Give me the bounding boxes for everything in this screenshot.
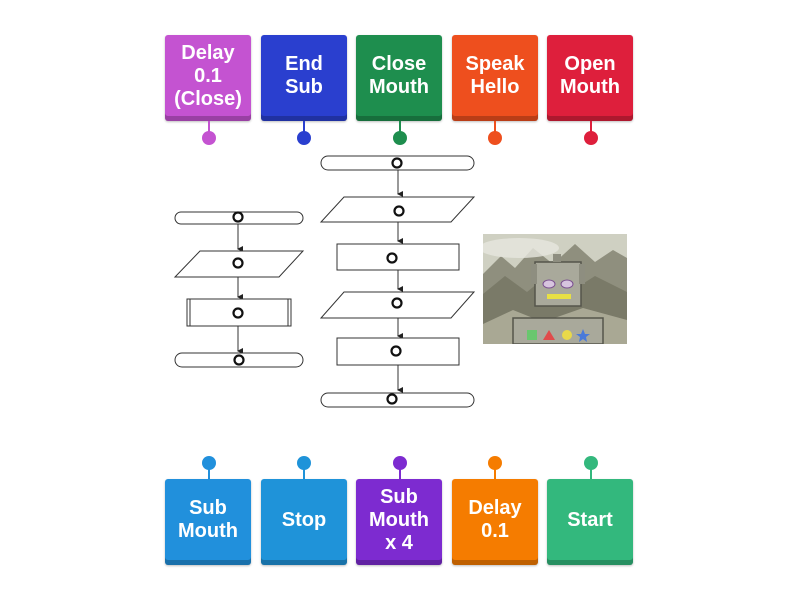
pin-stem xyxy=(494,121,496,133)
tile-start[interactable]: Start xyxy=(547,479,633,565)
tile-label: Close Mouth xyxy=(369,53,429,98)
pin-stem xyxy=(208,467,210,479)
pin-stem xyxy=(399,467,401,479)
tile-stop[interactable]: Stop xyxy=(261,479,347,565)
process-shape xyxy=(336,243,460,271)
pin-dot xyxy=(488,456,502,470)
tile-sub-mouth[interactable]: Sub Mouth xyxy=(165,479,251,565)
tile-delay[interactable]: Delay 0.1 xyxy=(452,479,538,565)
drop-target xyxy=(391,297,403,309)
tile-label: Open Mouth xyxy=(560,53,620,98)
pin-stem xyxy=(208,121,210,133)
tile-end-sub[interactable]: End Sub xyxy=(261,35,347,121)
pin-dot xyxy=(202,456,216,470)
drop-target xyxy=(232,211,244,223)
pin-stem xyxy=(494,467,496,479)
robot-image xyxy=(483,234,627,344)
pin-stem xyxy=(590,467,592,479)
drop-target xyxy=(386,393,398,405)
tile-label: End Sub xyxy=(285,53,323,98)
pin-dot xyxy=(393,131,407,145)
drop-target xyxy=(232,307,244,319)
drop-target xyxy=(232,257,244,269)
pin-dot xyxy=(393,456,407,470)
tile-label: Delay 0.1 xyxy=(468,497,522,542)
tile-label: Stop xyxy=(281,508,327,531)
tile-close-mouth[interactable]: Close Mouth xyxy=(356,35,442,121)
tile-label: Start xyxy=(567,508,613,531)
pin-stem xyxy=(590,121,592,133)
tile-speak-hello[interactable]: Speak Hello xyxy=(452,35,538,121)
pin-dot xyxy=(297,131,311,145)
pin-stem xyxy=(303,121,305,133)
tile-label: Delay 0.1 (Close) xyxy=(174,41,242,110)
pin-dot xyxy=(297,456,311,470)
tile-delay-close[interactable]: Delay 0.1 (Close) xyxy=(165,35,251,121)
pin-dot xyxy=(584,456,598,470)
pin-dot xyxy=(488,131,502,145)
drop-target xyxy=(393,205,405,217)
drop-target xyxy=(386,252,398,264)
drop-target xyxy=(391,157,403,169)
tile-label: Speak Hello xyxy=(465,53,525,98)
tile-open-mouth[interactable]: Open Mouth xyxy=(547,35,633,121)
drop-target xyxy=(390,345,402,357)
pin-dot xyxy=(202,131,216,145)
tile-label: Sub Mouth xyxy=(178,497,238,542)
drop-target xyxy=(233,354,245,366)
pin-stem xyxy=(303,467,305,479)
pin-stem xyxy=(399,121,401,133)
tile-label: Sub Mouth x 4 xyxy=(369,485,429,554)
pin-dot xyxy=(584,131,598,145)
tile-sub-mouth-x4[interactable]: Sub Mouth x 4 xyxy=(356,479,442,565)
